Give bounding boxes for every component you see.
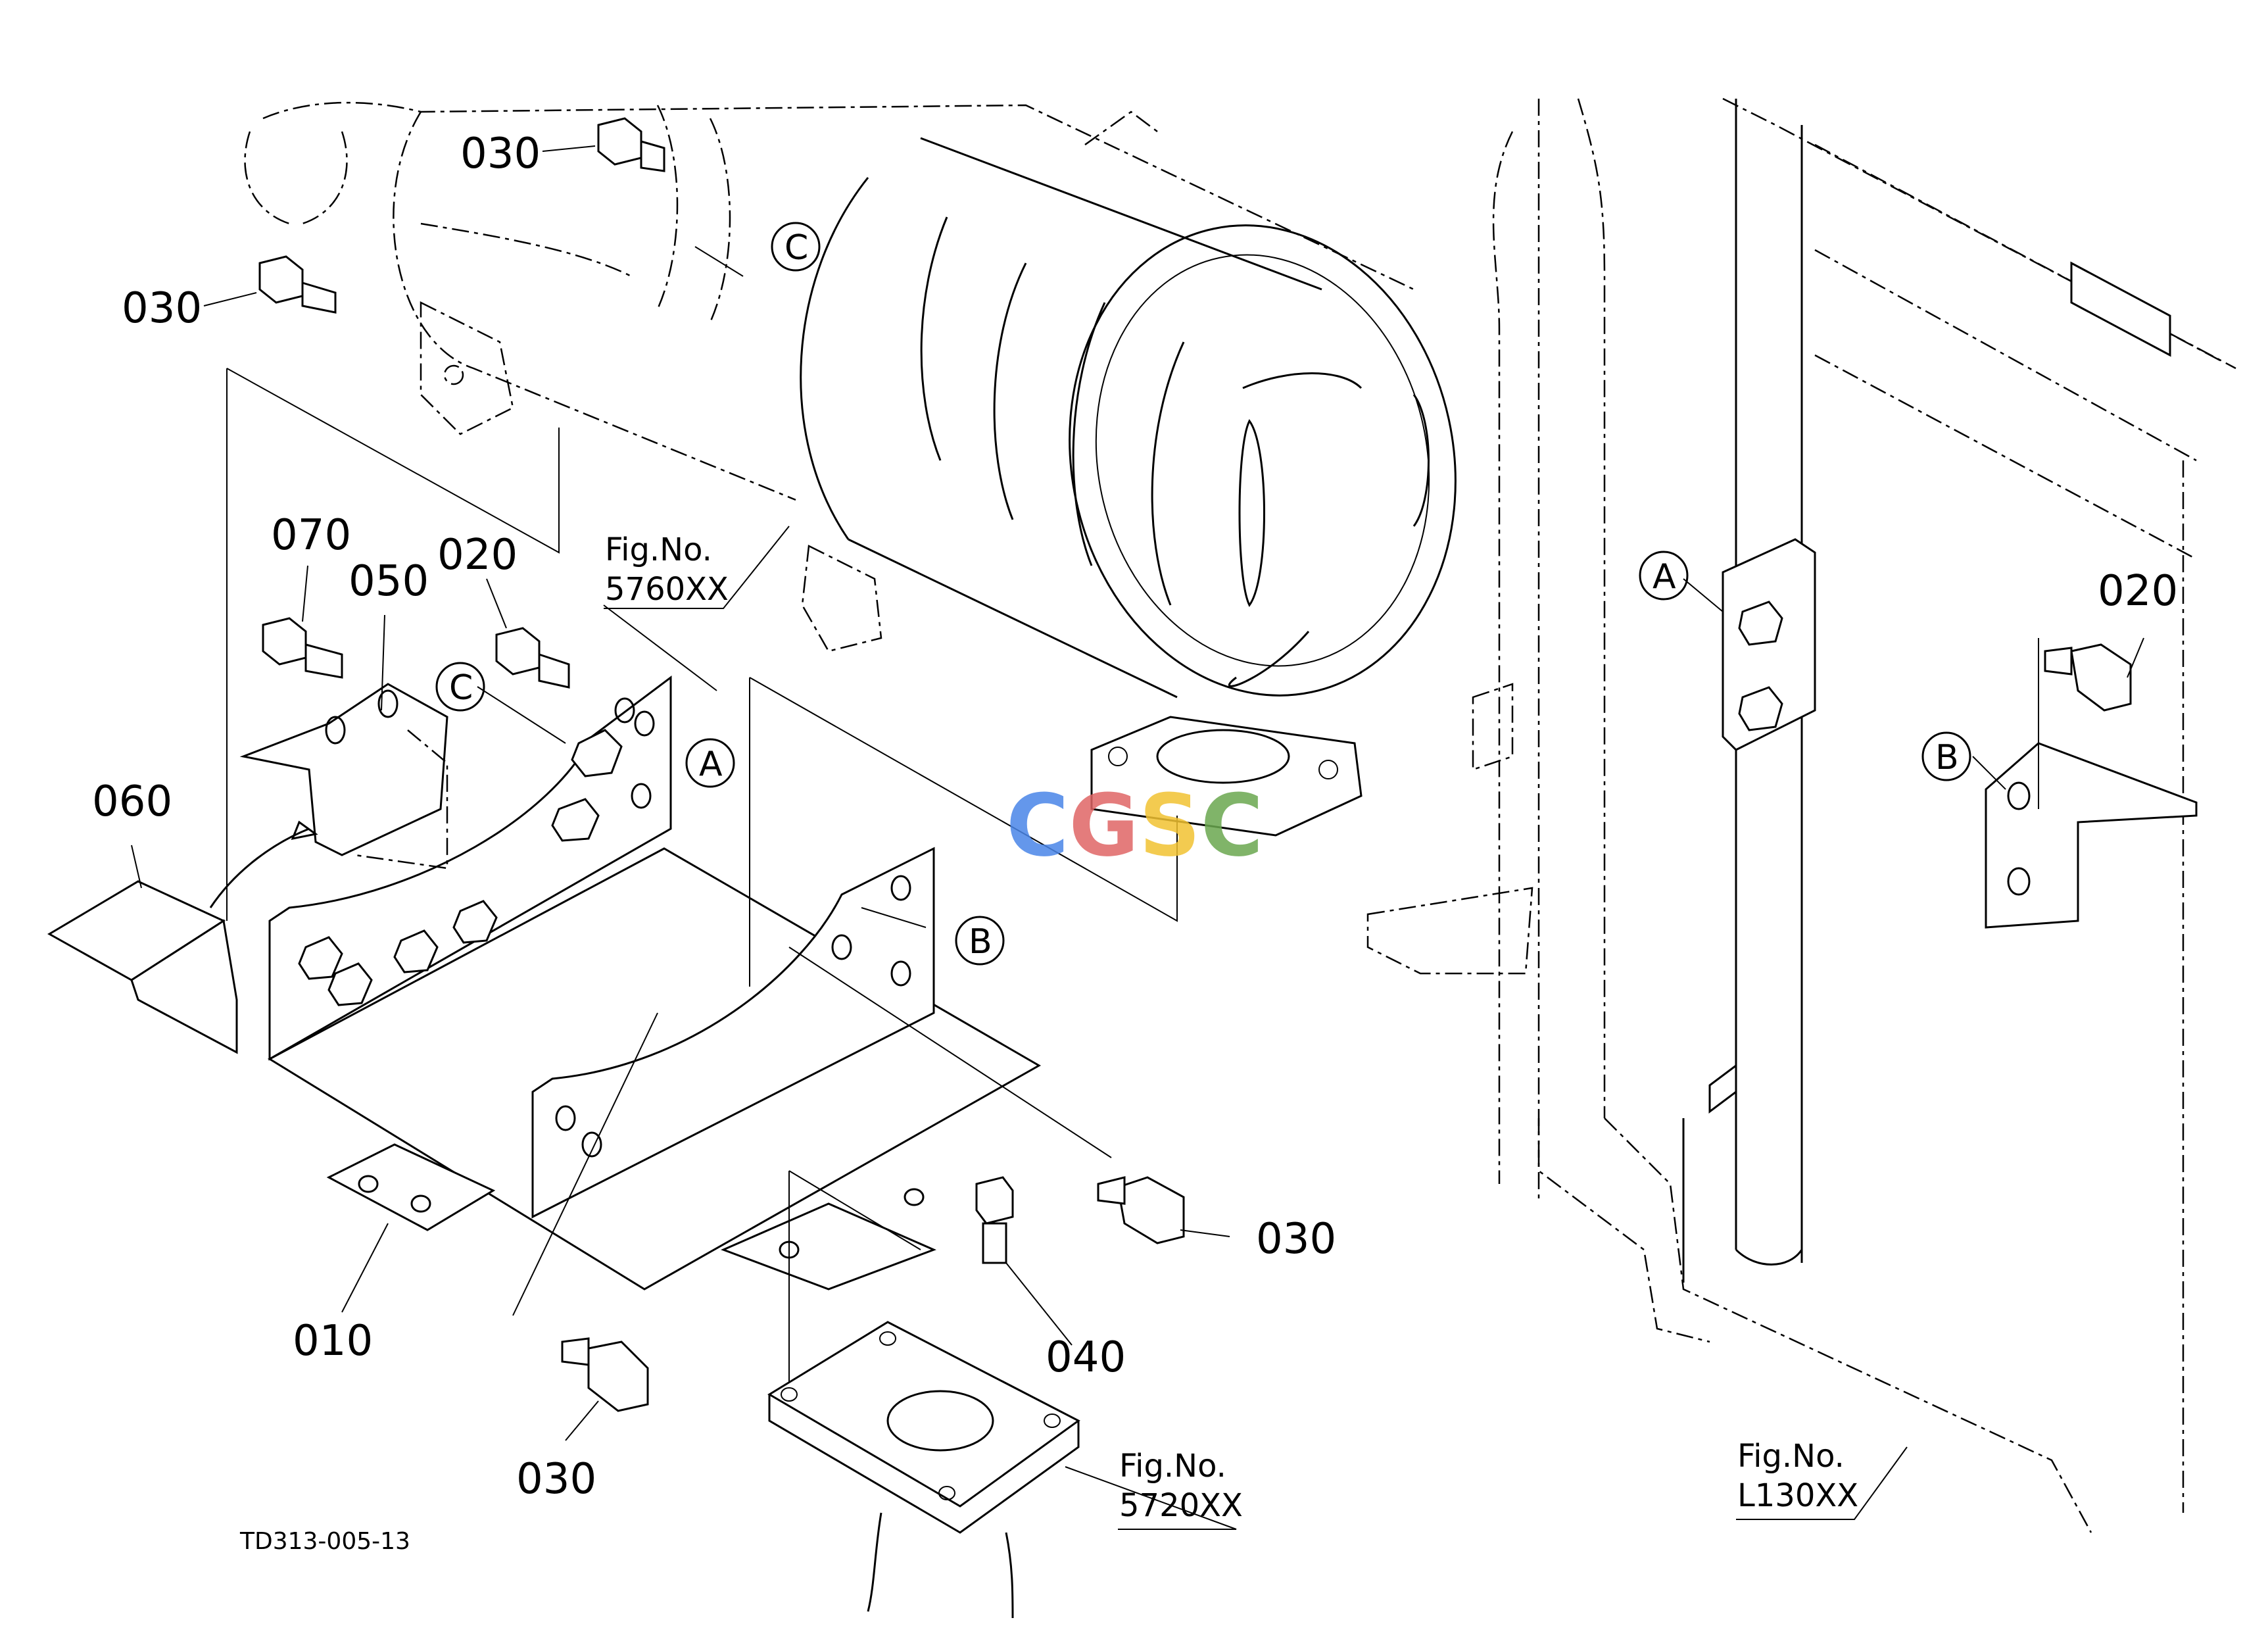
leader-lines: [131, 145, 2144, 1530]
bolt-030-top: [597, 117, 665, 172]
watermark-letter: C: [1006, 775, 1069, 875]
bracket-050: [239, 683, 448, 870]
part-label-030-bottom: 030: [516, 1455, 596, 1504]
callout-b-left: B: [969, 922, 992, 962]
callout-c-top: C: [784, 228, 808, 268]
labels: 030 030 070 050 020 060 010 030 040 030 …: [92, 130, 2178, 1555]
watermark-letter: C: [1201, 775, 1263, 875]
callout-a-right: A: [1653, 557, 1676, 597]
cab-frame: [1366, 97, 2236, 1533]
part-label-020-right: 020: [2098, 567, 2178, 616]
bolt-030-left: [258, 255, 337, 314]
bolt-070: [262, 617, 343, 679]
part-label-030-top: 030: [460, 130, 541, 178]
part-label-050: 050: [349, 557, 429, 606]
part-label-060: 060: [92, 777, 172, 826]
callout-a-left: A: [699, 745, 723, 784]
main-bracket-010: [226, 368, 1178, 1388]
part-label-030-left: 030: [122, 284, 202, 333]
exhaust-flange: [767, 1321, 1080, 1619]
bolt-030-bottom: [561, 1337, 649, 1412]
part-label-030-right: 030: [1256, 1215, 1336, 1264]
bolt-040: [975, 1176, 1014, 1264]
watermark-logo: CGSC: [1006, 775, 1263, 875]
part-label-070: 070: [271, 511, 351, 560]
callout-circles: [435, 222, 1971, 966]
fig-ref-5720-line2: 5720XX: [1119, 1487, 1243, 1524]
fig-ref-L130-line1: Fig.No.: [1737, 1438, 1845, 1475]
muffler-assembly: [244, 101, 1457, 837]
watermark-letter: S: [1139, 775, 1201, 875]
part-label-010: 010: [293, 1317, 373, 1365]
fig-ref-5760-line2: 5760XX: [605, 571, 729, 608]
drawing-code: TD313-005-13: [239, 1528, 410, 1555]
callout-b-right: B: [1935, 738, 1959, 777]
watermark-letter: G: [1069, 775, 1139, 875]
bolt-020-left: [495, 627, 570, 689]
bolt-030-right: [1097, 1176, 1185, 1244]
fig-ref-5720-line1: Fig.No.: [1119, 1448, 1226, 1485]
fig-ref-5760-line1: Fig.No.: [605, 531, 712, 568]
cover-060: [47, 820, 318, 1054]
svg-text:CGSC: CGSC: [1006, 775, 1263, 875]
part-label-020-left: 020: [437, 531, 518, 579]
callout-c-mid: C: [449, 668, 473, 708]
part-label-040: 040: [1046, 1333, 1126, 1382]
fig-ref-L130-line2: L130XX: [1737, 1477, 1858, 1514]
